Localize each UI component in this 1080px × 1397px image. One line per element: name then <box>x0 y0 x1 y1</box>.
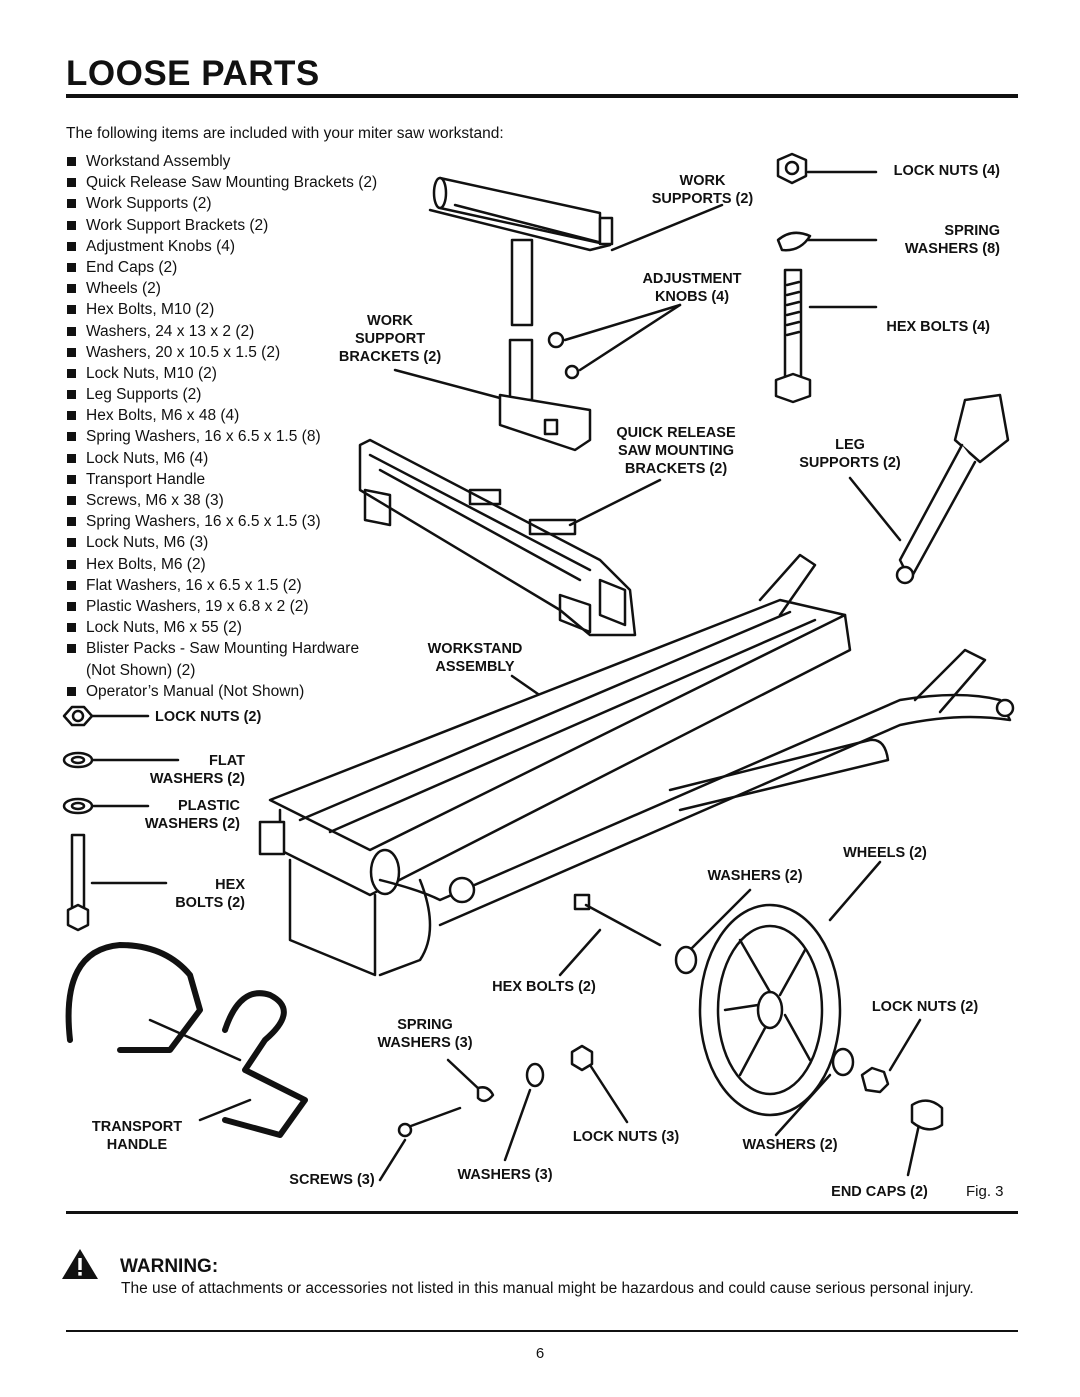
label-wheels: WHEELS (2) <box>843 845 927 861</box>
hardware-left <box>62 705 94 932</box>
warning-text: The use of attachments or accessories no… <box>121 1280 974 1297</box>
list-item: Plastic Washers, 19 x 6.8 x 2 (2) <box>66 596 377 617</box>
warning-triangle-icon <box>62 1249 98 1279</box>
label-spring-washers-8: SPRING WASHERS (8) <box>904 223 1000 257</box>
leader-lines <box>90 170 922 1182</box>
label-screws-3: SCREWS (3) <box>289 1172 375 1188</box>
label-washers-3: WASHERS (3) <box>457 1167 553 1183</box>
bullet-icon <box>67 453 76 463</box>
workstand-assembly-drawing <box>258 553 1015 977</box>
list-item: Flat Washers, 16 x 6.5 x 1.5 (2) <box>66 575 377 596</box>
bullet-icon <box>67 305 76 315</box>
list-item-continuation: (Not Shown) (2) <box>86 661 196 679</box>
label-washers-2a: WASHERS (2) <box>707 868 803 884</box>
bullet-icon <box>67 199 76 209</box>
bullet-icon <box>67 432 76 442</box>
list-item: Hex Bolts, M10 (2) <box>66 299 377 320</box>
bullet-icon <box>67 262 76 272</box>
list-item: Quick Release Saw Mounting Brackets (2) <box>66 172 377 193</box>
leg-support-drawing <box>895 393 1010 585</box>
label-adjustment-knobs: ADJUSTMENT KNOBS (4) <box>642 271 742 305</box>
list-item: Wheels (2) <box>66 278 377 299</box>
title-rule <box>66 94 1018 98</box>
page-number: 6 <box>535 1345 545 1362</box>
bullet-icon <box>67 559 76 569</box>
list-item: Workstand Assembly <box>66 151 377 172</box>
list-item: Work Supports (2) <box>66 193 377 214</box>
label-flat-washers: FLAT WASHERS (2) <box>149 753 245 787</box>
bullet-icon <box>67 347 76 357</box>
label-lock-nuts-2b: LOCK NUTS (2) <box>871 999 979 1015</box>
bullet-icon <box>67 411 76 421</box>
bullet-icon <box>67 220 76 230</box>
list-item: Washers, 20 x 10.5 x 1.5 (2) <box>66 342 377 363</box>
transport-handle-drawing <box>65 942 308 1138</box>
label-lock-nuts-2a: LOCK NUTS (2) <box>155 709 262 725</box>
label-work-support-brackets: WORK SUPPORT BRACKETS (2) <box>338 313 442 365</box>
label-work-supports: WORK SUPPORTS (2) <box>651 173 754 207</box>
list-item: Spring Washers, 16 x 6.5 x 1.5 (8) <box>66 426 377 447</box>
bullet-icon <box>67 623 76 633</box>
bullet-icon <box>67 474 76 484</box>
bullet-icon <box>67 601 76 611</box>
list-item: Lock Nuts, M6 x 55 (2) <box>66 617 377 638</box>
label-spring-washers-3: SPRING WASHERS (3) <box>377 1017 473 1051</box>
label-plastic-washers: PLASTIC WASHERS (2) <box>144 798 240 832</box>
list-item: Washers, 24 x 13 x 2 (2) <box>66 321 377 342</box>
list-item: Work Support Brackets (2) <box>66 215 377 236</box>
bullet-icon <box>67 241 76 251</box>
page-title: LOOSE PARTS <box>66 54 320 93</box>
bullet-icon <box>67 368 76 378</box>
bullet-icon <box>67 326 76 336</box>
list-item: Blister Packs - Saw Mounting Hardware <box>66 638 377 659</box>
bullet-icon <box>67 390 76 400</box>
list-item: Screws, M6 x 38 (3) <box>66 490 377 511</box>
work-support-bracket-drawing <box>498 331 592 452</box>
label-workstand-assembly: WORKSTAND ASSEMBLY <box>427 641 523 675</box>
label-hex-bolts-4: HEX BOLTS (4) <box>886 319 990 335</box>
bullet-icon <box>67 686 76 696</box>
saw-mounting-bracket-drawing <box>358 438 637 637</box>
list-item: Adjustment Knobs (4) <box>66 236 377 257</box>
label-transport-handle: TRANSPORT HANDLE <box>91 1119 183 1153</box>
list-item: Hex Bolts, M6 x 48 (4) <box>66 405 377 426</box>
parts-list: Workstand Assembly Quick Release Saw Mou… <box>66 151 377 702</box>
list-item: Lock Nuts, M6 (4) <box>66 448 377 469</box>
hardware-top-right <box>774 152 812 404</box>
work-support-drawing <box>428 176 614 327</box>
list-item: Operator’s Manual (Not Shown) <box>66 681 377 702</box>
list-item: Leg Supports (2) <box>66 384 377 405</box>
label-hex-bolts-2a: HEX BOLTS (2) <box>175 877 245 911</box>
bullet-icon <box>67 178 76 188</box>
figure-number: Fig. 3 <box>966 1183 1004 1200</box>
bullet-icon <box>67 580 76 590</box>
list-item: Spring Washers, 16 x 6.5 x 1.5 (3) <box>66 511 377 532</box>
section-rule <box>66 1211 1018 1214</box>
label-lock-nuts-4: LOCK NUTS (4) <box>893 163 1000 179</box>
list-item: Hex Bolts, M6 (2) <box>66 554 377 575</box>
list-item: End Caps (2) <box>66 257 377 278</box>
list-item: Transport Handle <box>66 469 377 490</box>
label-leg-supports: LEG SUPPORTS (2) <box>799 437 901 471</box>
bullet-icon <box>67 644 76 654</box>
label-washers-2b: WASHERS (2) <box>742 1137 838 1153</box>
bullet-icon <box>67 538 76 548</box>
label-quick-release-brackets: QUICK RELEASE SAW MOUNTING BRACKETS (2) <box>616 425 736 477</box>
hardware-bottom <box>397 893 944 1138</box>
list-item: Lock Nuts, M6 (3) <box>66 532 377 553</box>
bullet-icon <box>67 496 76 505</box>
list-item: Lock Nuts, M10 (2) <box>66 363 377 384</box>
warning-heading: WARNING: <box>120 1256 219 1277</box>
bottom-rule <box>66 1330 1018 1332</box>
bullet-icon <box>67 284 76 294</box>
label-end-caps: END CAPS (2) <box>831 1184 928 1200</box>
bullet-icon <box>67 157 76 166</box>
bullet-icon <box>67 517 76 527</box>
label-hex-bolts-2b: HEX BOLTS (2) <box>492 979 596 995</box>
label-lock-nuts-3: LOCK NUTS (3) <box>572 1129 680 1145</box>
intro-text: The following items are included with yo… <box>66 125 504 142</box>
wheel-drawing <box>698 903 842 1117</box>
